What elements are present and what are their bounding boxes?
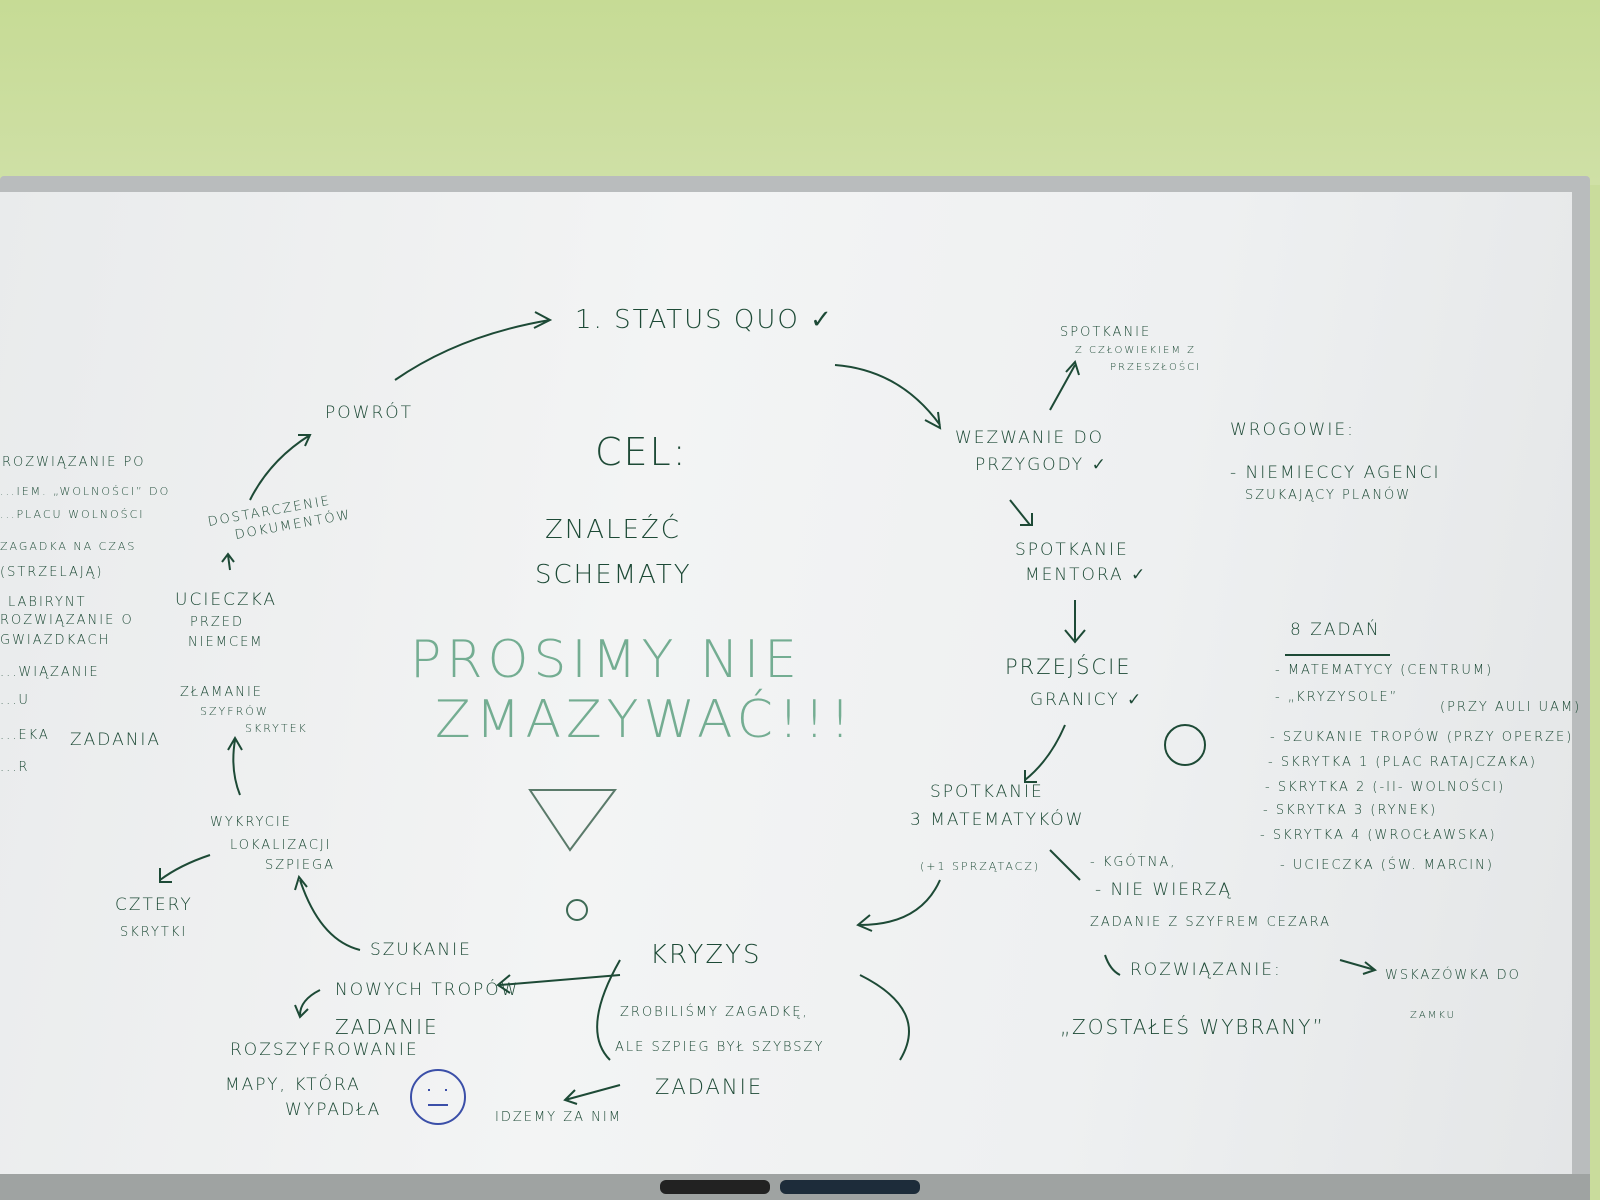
left-note: ...R xyxy=(0,760,30,775)
left-note: GWIAZDKACH xyxy=(0,633,111,648)
mentor: MENTORA ✓ xyxy=(1025,565,1148,585)
left-note: ...WIĄZANIE xyxy=(0,665,100,680)
tasks-list-item: - SKRYTKA 2 (-II- WOLNOŚCI) xyxy=(1265,780,1506,795)
left-note: ...PLACU WOLNOŚCI xyxy=(0,508,145,521)
enemies-title: WROGOWIE: xyxy=(1230,420,1355,440)
escape: NIEMCEM xyxy=(188,635,264,650)
marker-pen[interactable] xyxy=(780,1180,920,1194)
whiteboard xyxy=(0,192,1572,1174)
decode: WYPADŁA xyxy=(285,1100,382,1120)
follow: IDZEMY ZA NIM xyxy=(495,1110,622,1125)
cipher: SKRYTEK xyxy=(245,722,308,735)
marker-pen[interactable] xyxy=(660,1180,770,1194)
left-note: ...U xyxy=(0,693,30,708)
decode: MAPY, KTÓRA xyxy=(225,1075,361,1095)
decode: ROZSZYFROWANIE xyxy=(230,1040,419,1060)
left-note: LABIRYNT xyxy=(8,595,87,610)
tasks-list-item: - SKRYTKA 4 (WROCŁAWSKA) xyxy=(1260,828,1497,843)
border-crossing: PRZEJŚCIE xyxy=(1005,655,1132,679)
tasks-list-item: (PRZY AULI UAM) xyxy=(1440,700,1582,715)
meeting-past: SPOTKANIE xyxy=(1060,325,1152,340)
cipher: SZYFRÓW xyxy=(200,705,269,718)
left-note: ...IEM. „WOLNOŚCI” DO xyxy=(0,485,171,498)
mathematicians: SPOTKANIE xyxy=(930,782,1044,802)
goal-label: CEL: xyxy=(595,430,688,474)
tasks-list-title: 8 ZADAŃ xyxy=(1290,620,1381,640)
left-note: ...EKA xyxy=(0,728,50,743)
call-to-adventure: WEZWANIE DO xyxy=(955,428,1105,448)
tasks-label: ZADANIA xyxy=(70,730,162,750)
left-note: ROZWIĄZANIE O xyxy=(0,613,134,628)
search-task: ZADANIE xyxy=(335,1015,439,1039)
crisis-task: ZADANIE xyxy=(655,1075,764,1099)
return: POWRÓT xyxy=(325,403,414,423)
crisis-note: ZROBILIŚMY ZAGADKĘ, xyxy=(620,1005,809,1020)
tasks-list-item: - SKRYTKA 1 (PLAC RATAJCZAKA) xyxy=(1268,755,1537,770)
meeting-past: Z CZŁOWIEKIEM Z xyxy=(1075,345,1196,356)
mentor: SPOTKANIE xyxy=(1015,540,1129,560)
detect: WYKRYCIE xyxy=(210,815,292,830)
chosen-text: „ZOSTAŁEŚ WYBRANY” xyxy=(1060,1015,1325,1039)
hint: ZAMKU xyxy=(1410,1010,1456,1021)
mathematicians: (+1 SPRZĄTACZ) xyxy=(920,860,1041,873)
crisis: KRYZYS xyxy=(650,940,762,970)
wall xyxy=(0,0,1600,185)
left-note: ZAGADKA NA CZAS xyxy=(0,540,137,553)
meeting-past: PRZESZŁOŚCI xyxy=(1110,362,1202,373)
detect: LOKALIZACJI xyxy=(230,838,332,853)
goal-text: SCHEMATY xyxy=(535,560,692,590)
mathematicians: 3 MATEMATYKÓW xyxy=(910,810,1085,830)
escape: PRZED xyxy=(190,615,245,630)
warning-text: PROSIMY NIE xyxy=(410,630,803,690)
four-caches: SKRYTKI xyxy=(120,925,188,940)
search: NOWYCH TROPÓW xyxy=(335,980,520,1000)
hint: WSKAZÓWKA DO xyxy=(1385,968,1521,983)
left-note: (STRZELAJĄ) xyxy=(0,565,104,580)
tasks-list-item: - UCIECZKA (ŚW. MARCIN) xyxy=(1280,858,1494,873)
enemies-item: - NIEMIECCY AGENCI xyxy=(1230,463,1441,483)
enemies-item: SZUKAJĄCY PLANÓW xyxy=(1245,488,1412,503)
border-crossing: GRANICY ✓ xyxy=(1030,690,1144,710)
tasks-list-item: - MATEMATYCY (CENTRUM) xyxy=(1275,663,1494,678)
escape: UCIECZKA xyxy=(175,590,278,610)
left-note: ROZWIĄZANIE PO xyxy=(2,455,146,470)
status-quo: 1. STATUS QUO ✓ xyxy=(575,305,834,335)
tasks-list-item: - SKRYTKA 3 (RYNEK) xyxy=(1263,803,1438,818)
four-caches: CZTERY xyxy=(115,895,193,915)
tasks-list-item: - „KRYZYSOLE” xyxy=(1275,690,1399,705)
detect: SZPIEGA xyxy=(265,858,336,873)
cipher: ZŁAMANIE xyxy=(180,685,263,700)
warning-text: ZMAZYWAĆ!!! xyxy=(435,690,856,750)
call-to-adventure: PRZYGODY ✓ xyxy=(975,455,1108,475)
crisis-note: ALE SZPIEG BYŁ SZYBSZY xyxy=(615,1040,825,1055)
math-note: - NIE WIERZĄ xyxy=(1095,880,1233,900)
tasks-list-item: - SZUKANIE TROPÓW (PRZY OPERZE) xyxy=(1270,730,1574,745)
math-note: - KGÓTNA, xyxy=(1090,855,1177,870)
goal-text: ZNALEŹĆ xyxy=(545,515,681,545)
math-note: ZADANIE Z SZYFREM CEZARA xyxy=(1090,915,1332,930)
search: SZUKANIE xyxy=(370,940,472,960)
solution-label: ROZWIĄZANIE: xyxy=(1130,960,1282,980)
